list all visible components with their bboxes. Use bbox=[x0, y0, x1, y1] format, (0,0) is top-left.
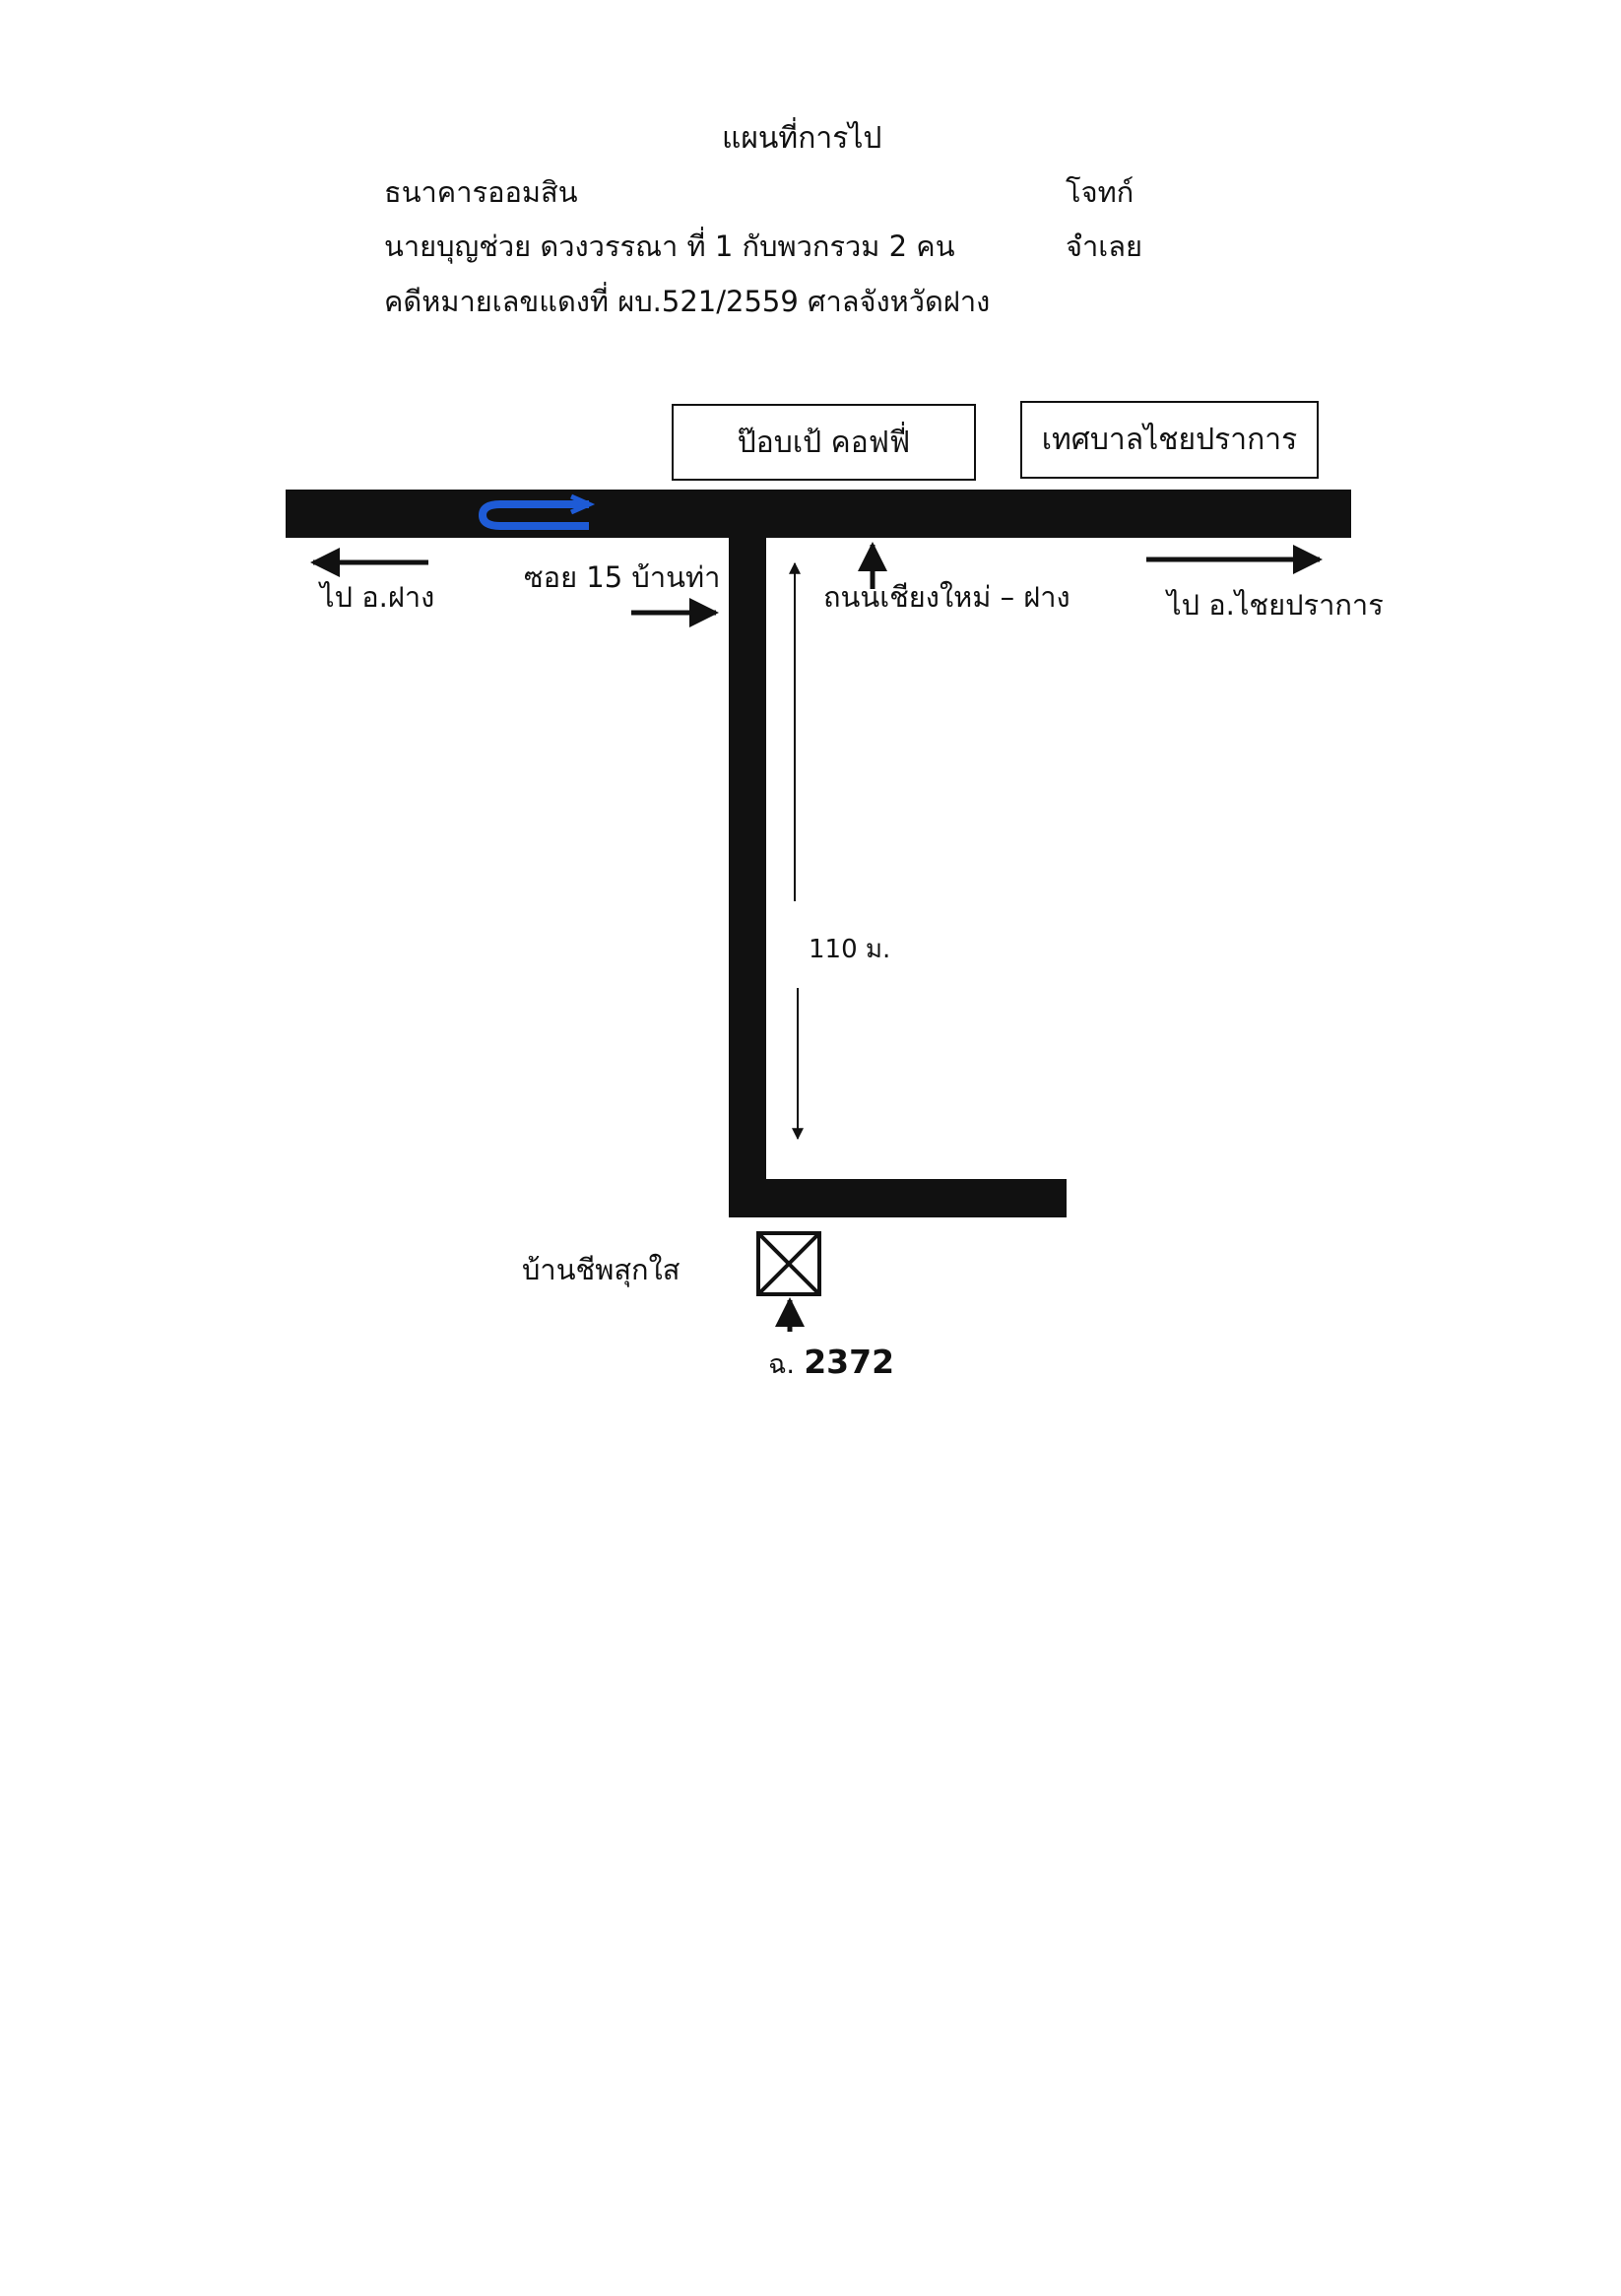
defendant-role: จำเลย bbox=[1066, 230, 1142, 263]
u-turn-icon bbox=[478, 493, 596, 530]
map-title: แผนที่การไป bbox=[722, 121, 882, 156]
label-main-road: ถนนเชียงใหม่ – ฝาง bbox=[823, 580, 1070, 614]
plaintiff-name: ธนาคารออมสิน bbox=[384, 175, 578, 209]
label-parcel: ฉ. 2372 bbox=[768, 1345, 894, 1378]
label-to-chaiprakan: ไป อ.ไชยปราการ bbox=[1167, 588, 1384, 622]
soi-road bbox=[729, 512, 766, 1217]
case-number-line: คดีหมายเลขแดงที่ ผบ.521/2559 ศาลจังหวัดฝ… bbox=[384, 285, 991, 318]
defendant-name: นายบุญช่วย ดวงวรรณา ที่ 1 กับพวกรวม 2 คน bbox=[384, 230, 955, 263]
soi-branch bbox=[729, 1179, 1067, 1217]
landmark-municipality: เทศบาลไชยปราการ bbox=[1020, 401, 1319, 479]
label-village: บ้านชีพสุกใส bbox=[522, 1253, 681, 1286]
label-distance: 110 ม. bbox=[809, 935, 891, 964]
parcel-number: 2372 bbox=[804, 1343, 895, 1381]
label-soi: ซอย 15 บ้านท่า bbox=[524, 560, 721, 594]
parcel-prefix: ฉ. bbox=[768, 1349, 795, 1380]
plaintiff-role: โจทก์ bbox=[1066, 175, 1135, 209]
landmark-popper-coffee: ป๊อบเป้ คอฟฟี่ bbox=[672, 404, 976, 481]
label-to-fang: ไป อ.ฝาง bbox=[320, 580, 435, 614]
main-road bbox=[286, 490, 1351, 538]
parcel-marker-icon bbox=[756, 1231, 821, 1296]
